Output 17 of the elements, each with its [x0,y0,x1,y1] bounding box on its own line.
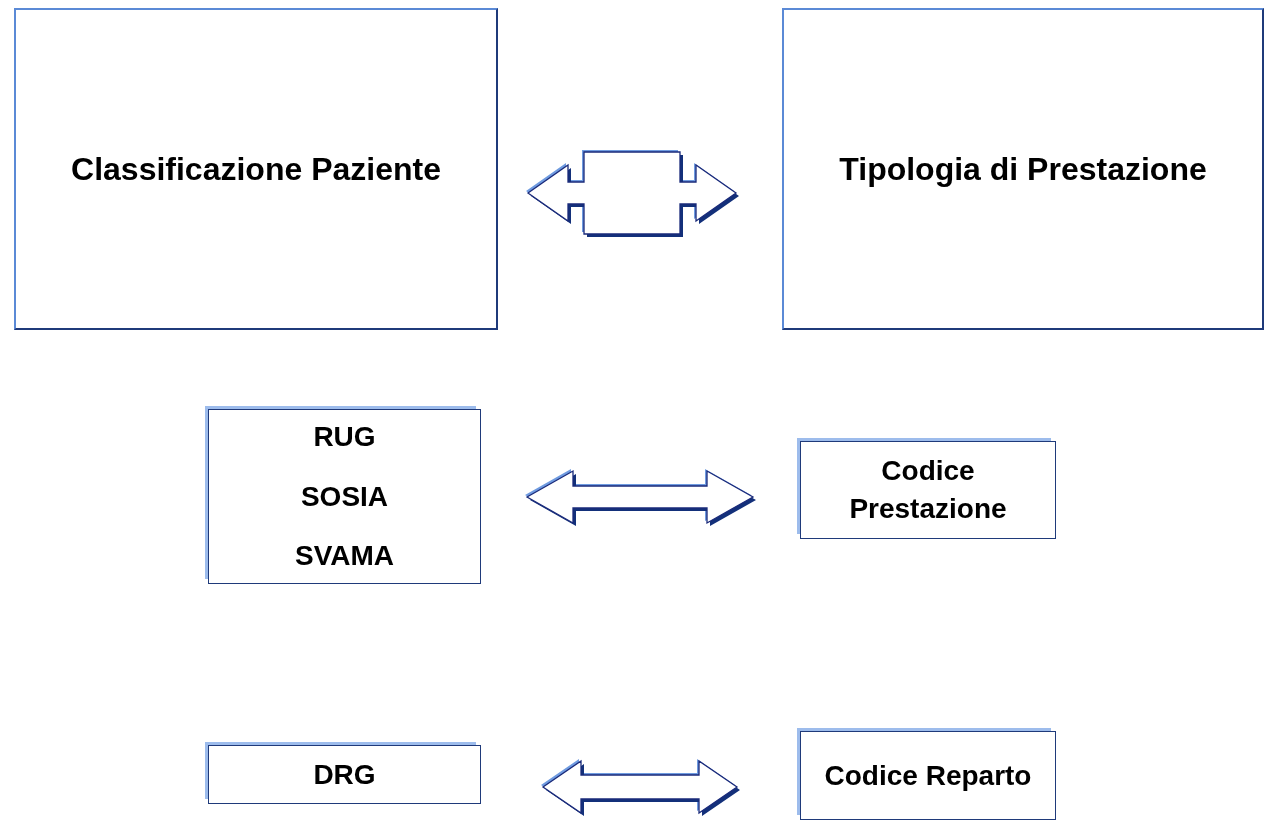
text-box [782,8,1264,330]
box-label: DRG [312,757,377,792]
box-label: Classificazione Paziente [71,150,441,189]
text-box [14,8,498,330]
double-block-arrow [541,759,740,816]
box-label: SVAMA [293,539,395,574]
text-box [800,731,1056,820]
box-label: Codice Prestazione [848,454,1008,526]
double-block-arrow [526,150,739,237]
text-box [208,745,481,804]
box-label: Tipologia di Prestazione [839,150,1207,189]
double-block-arrow [525,469,756,526]
box-label: Codice Reparto [823,758,1033,793]
text-box [800,441,1056,539]
box-label: RUG [312,419,377,454]
text-box [208,409,481,584]
box-label: SOSIA [299,479,390,514]
